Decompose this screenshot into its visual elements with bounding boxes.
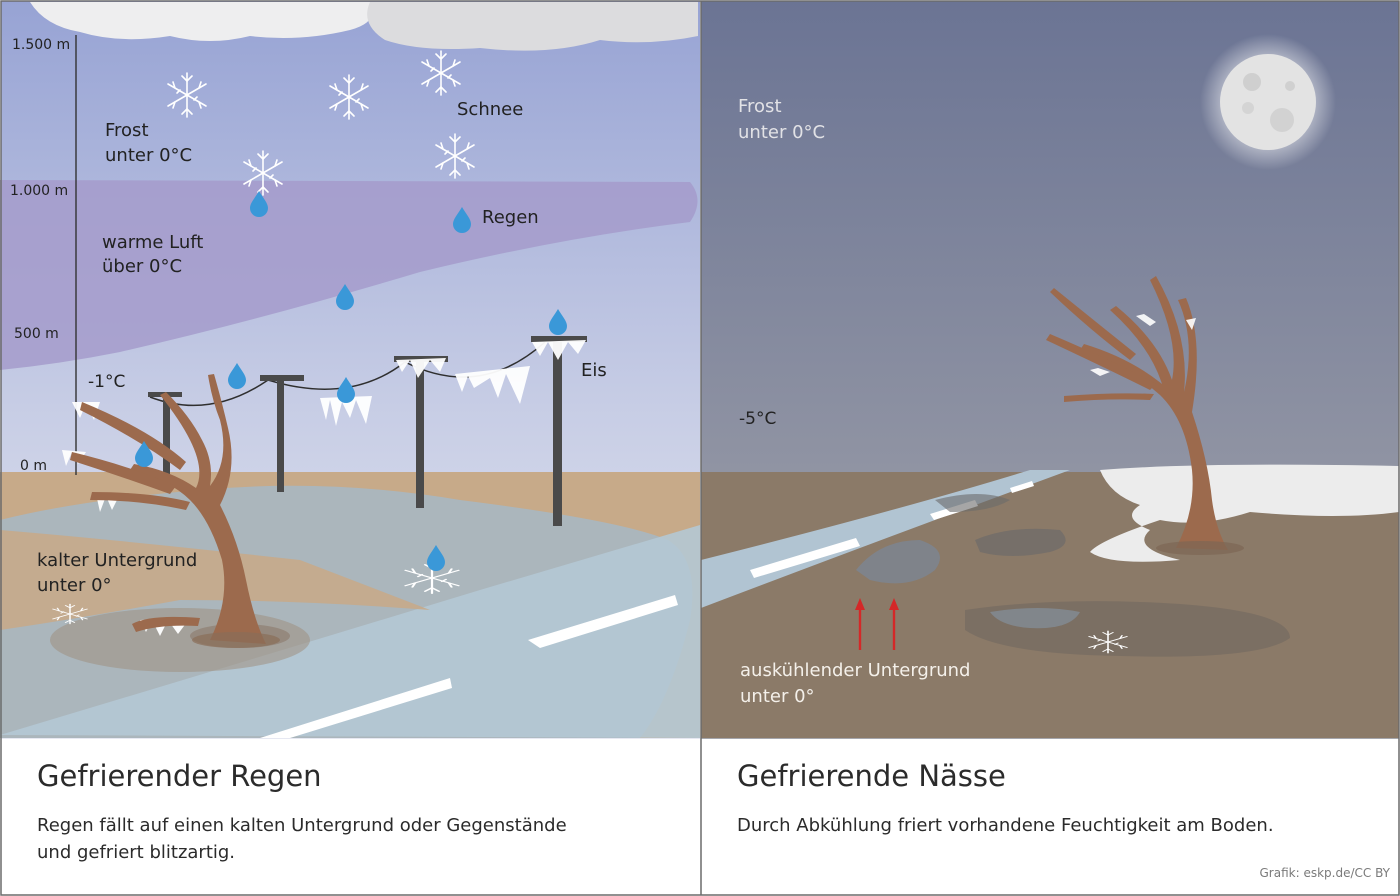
right-panel-title: Gefrierende Nässe — [737, 759, 1006, 793]
warm-air-label: warme Luft über 0°C — [102, 232, 209, 277]
ground-label-right: auskühlender Untergrund unter 0° — [740, 660, 976, 707]
snow-label: Schnee — [457, 99, 523, 120]
altitude-scale: 1.500 m 1.000 m 500 m 0 m — [10, 35, 77, 475]
credit-label: Grafik: eskp.de/CC BY — [1259, 866, 1391, 880]
scale-500: 500 m — [14, 326, 59, 342]
scale-1500: 1.500 m — [12, 37, 70, 53]
ground-label-left: kalter Untergrund unter 0° — [37, 550, 203, 596]
air-temp-right: -5°C — [739, 409, 776, 429]
moon-icon — [1220, 54, 1316, 150]
left-panel-art: 1.500 m 1.000 m 500 m 0 m — [0, 1, 700, 739]
ice-label: Eis — [581, 360, 607, 381]
frost-label-left: Frost unter 0°C — [105, 120, 192, 166]
left-panel-title: Gefrierender Regen — [37, 759, 322, 793]
left-panel-description-line-2: und gefriert blitzartig. — [37, 842, 236, 863]
tree-icon — [1046, 276, 1244, 555]
scale-0: 0 m — [20, 458, 47, 474]
right-panel-art: Frost unter 0°C -5°C auskühlender Unterg… — [701, 1, 1399, 739]
air-temp-left: -1°C — [88, 372, 125, 392]
left-panel-description-line-1: Regen fällt auf einen kalten Untergrund … — [37, 815, 567, 836]
left-panel-description: Regen fällt auf einen kalten Untergrund … — [37, 812, 567, 866]
arrow-up-icon — [855, 598, 899, 650]
right-panel-description: Durch Abkühlung friert vorhandene Feucht… — [737, 815, 1274, 836]
scale-1000: 1.000 m — [10, 183, 68, 199]
frost-label-right: Frost unter 0°C — [738, 96, 825, 143]
tree-icon — [70, 374, 280, 648]
rain-label: Regen — [482, 207, 539, 228]
